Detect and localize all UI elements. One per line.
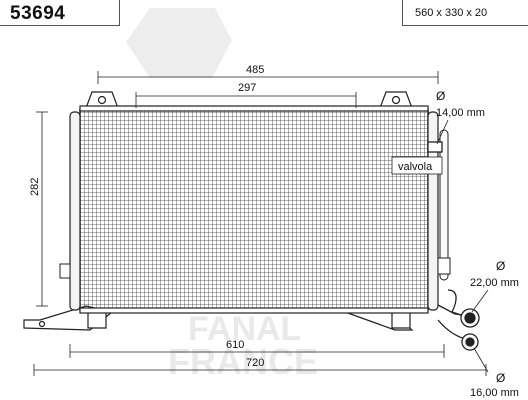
bracket-hole-top-right bbox=[391, 95, 401, 105]
left-tank bbox=[69, 111, 81, 311]
product-code-box: 53694 bbox=[0, 0, 120, 26]
fitting-22mm-bore bbox=[464, 312, 476, 324]
port-mid-leader bbox=[471, 289, 489, 313]
top-rail bbox=[79, 105, 429, 112]
diameter-symbol-bottom: Ø bbox=[496, 371, 505, 385]
port-bottom-leader bbox=[473, 347, 489, 373]
watermark-line1: FANAL bbox=[188, 310, 301, 348]
dim-bottom-inner: 610 bbox=[69, 339, 445, 358]
bracket-hole-bottom-left bbox=[38, 320, 46, 328]
bracket-hole-top-left bbox=[97, 95, 107, 105]
dim-height-label: 282 bbox=[29, 178, 41, 196]
product-code: 53694 bbox=[10, 3, 66, 24]
valve-label: valvola bbox=[398, 161, 433, 173]
valve-fitting bbox=[427, 141, 443, 153]
condenser-core bbox=[79, 109, 429, 311]
stud-right bbox=[437, 257, 451, 275]
valve-label-box bbox=[391, 156, 443, 175]
callout-port-bottom: Ø 16,00 mm bbox=[470, 347, 519, 399]
callout-port-mid: Ø 22,00 mm bbox=[470, 259, 519, 313]
overall-dimensions-box: 560 x 330 x 20 bbox=[402, 0, 528, 26]
bracket-bottom-right-plate bbox=[391, 311, 411, 329]
fitting-16mm-bore bbox=[465, 337, 475, 347]
side-studs bbox=[59, 257, 451, 279]
dim-top-inner: 297 bbox=[135, 82, 357, 108]
diameter-symbol-top: Ø bbox=[436, 89, 445, 103]
callout-port-top: Ø 14,00 mm bbox=[436, 89, 485, 145]
dim-bottom-inner-label: 610 bbox=[226, 339, 244, 351]
pipes-and-fittings bbox=[427, 141, 480, 351]
dim-top-inner-label: 297 bbox=[238, 82, 256, 94]
dim-bottom-outer: 720 bbox=[33, 357, 487, 376]
dim-top-outer: 485 bbox=[97, 64, 439, 84]
port-mid-label: 22,00 mm bbox=[470, 277, 519, 289]
dim-bottom-outer-label: 720 bbox=[246, 357, 264, 369]
port-top-label: 14,00 mm bbox=[436, 107, 485, 119]
bracket-bottom-left-plate bbox=[87, 311, 107, 329]
dim-height: 282 bbox=[29, 111, 48, 307]
port-bottom-label: 16,00 mm bbox=[470, 387, 519, 399]
overall-dimensions: 560 x 330 x 20 bbox=[415, 7, 488, 19]
port-top-leader bbox=[436, 119, 449, 145]
watermark-line2: FRANCE bbox=[168, 341, 318, 382]
callout-valve: valvola bbox=[391, 156, 443, 175]
watermark: FANAL FRANCE bbox=[126, 8, 318, 382]
stud-left bbox=[59, 263, 71, 279]
bottom-rail bbox=[79, 307, 429, 314]
diameter-symbol-mid: Ø bbox=[496, 259, 505, 273]
watermark-logo-shape bbox=[126, 8, 232, 78]
dim-top-outer-label: 485 bbox=[246, 64, 264, 76]
